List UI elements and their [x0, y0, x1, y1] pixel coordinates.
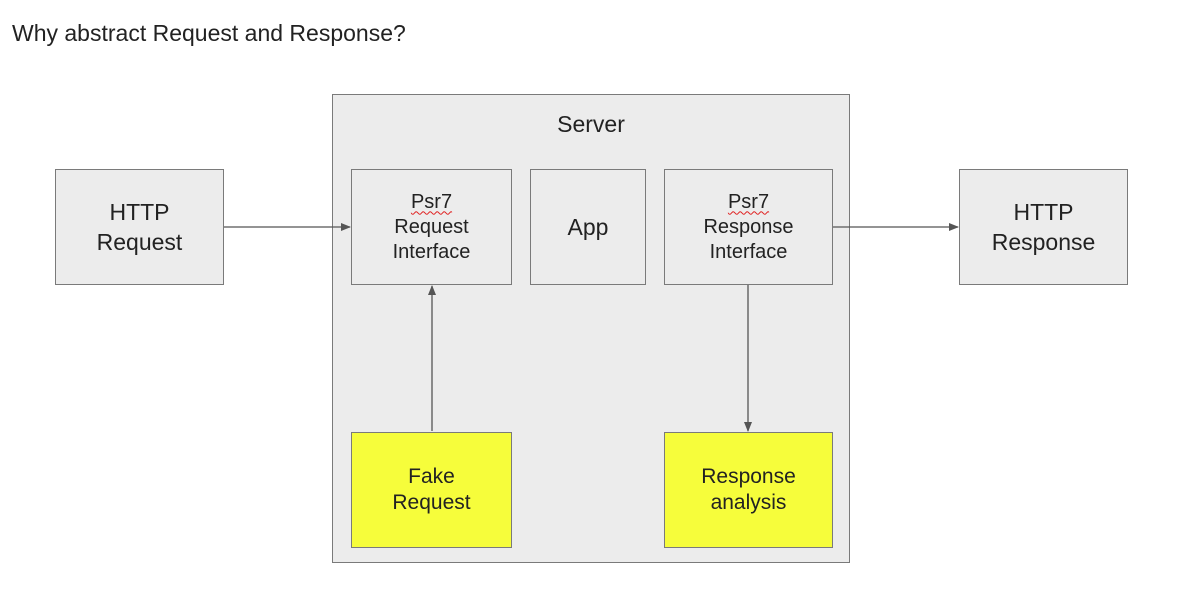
fake-request-line-1: Fake: [408, 465, 455, 488]
http-request-line-2: Request: [96, 229, 183, 255]
app-label: App: [567, 214, 609, 240]
slide-title: Why abstract Request and Response?: [12, 20, 406, 46]
psr7-response-interface-box: Psr7 Response Interface: [664, 169, 833, 285]
http-response-box: HTTP Response: [959, 169, 1128, 285]
response-analysis-box: Response analysis: [664, 432, 833, 548]
fake-request-line-2: Request: [392, 491, 471, 514]
response-analysis-line-2: analysis: [710, 491, 787, 514]
psr7-request-line-3: Interface: [392, 240, 471, 263]
http-response-line-1: HTTP: [1013, 199, 1074, 225]
http-request-box: HTTP Request: [55, 169, 224, 285]
response-analysis-line-1: Response: [701, 465, 796, 488]
psr7-response-line-3: Interface: [709, 240, 788, 263]
app-box: App: [530, 169, 646, 285]
psr7-request-line-1: Psr7: [410, 190, 453, 213]
psr7-request-interface-box: Psr7 Request Interface: [351, 169, 512, 285]
psr7-request-line-2: Request: [394, 215, 469, 238]
http-request-line-1: HTTP: [109, 199, 170, 225]
fake-request-box: Fake Request: [351, 432, 512, 548]
psr7-response-line-1: Psr7: [727, 190, 770, 213]
server-label: Server: [557, 111, 625, 137]
psr7-response-line-2: Response: [703, 215, 794, 238]
http-response-line-2: Response: [991, 229, 1096, 255]
